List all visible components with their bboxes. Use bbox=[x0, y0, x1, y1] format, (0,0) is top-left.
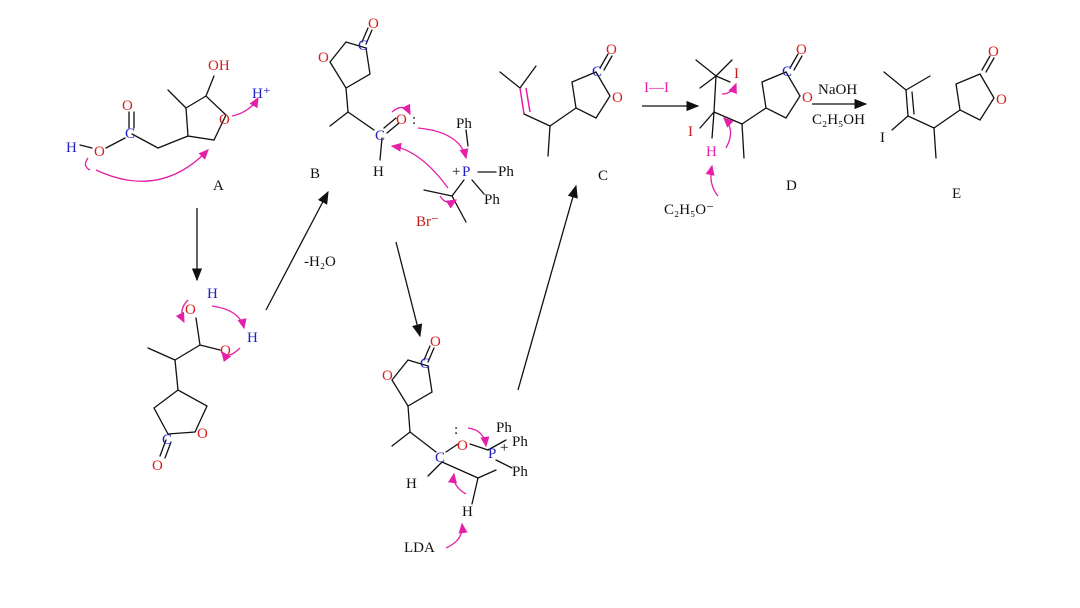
atom-o: O bbox=[152, 458, 163, 474]
curly-arrow bbox=[84, 157, 91, 171]
atom-o: O bbox=[396, 112, 407, 128]
bromide-label: Br⁻ bbox=[416, 214, 439, 230]
atom-c: C bbox=[358, 38, 368, 54]
atom-o: O bbox=[197, 426, 208, 442]
reagent-lda: LDA bbox=[404, 540, 435, 556]
phenyl-label: Ph bbox=[496, 420, 512, 436]
atom-o: O bbox=[220, 343, 231, 359]
curly-arrow bbox=[390, 142, 449, 189]
atom-o: O bbox=[94, 144, 105, 160]
atom-c: C bbox=[125, 126, 135, 142]
reagent-solvent: C₂H₅OH bbox=[812, 112, 865, 128]
reagent-iodine: I—I bbox=[644, 80, 669, 96]
curly-arrow bbox=[448, 472, 467, 495]
phenyl-label: Ph bbox=[512, 434, 528, 450]
atom-o: O bbox=[185, 302, 196, 318]
curly-arrow bbox=[467, 427, 490, 448]
curly-arrow bbox=[221, 347, 241, 363]
label-d: D bbox=[786, 178, 797, 194]
curly-arrow bbox=[705, 164, 719, 197]
curly-arrow bbox=[231, 96, 259, 117]
atom-c: C bbox=[420, 356, 430, 372]
atom-h: H bbox=[373, 164, 384, 180]
atom-o: O bbox=[382, 368, 393, 384]
structure-hydrate bbox=[147, 317, 221, 459]
atom-h: H bbox=[66, 140, 77, 156]
atom-c: C bbox=[162, 432, 172, 448]
label-a: A bbox=[213, 178, 224, 194]
atom-o: O bbox=[219, 112, 230, 128]
atom-c: C bbox=[435, 450, 445, 466]
atom-i: I bbox=[880, 130, 885, 146]
reagent-naoh: NaOH bbox=[818, 82, 857, 98]
proton-label: H⁺ bbox=[252, 86, 271, 102]
lone-pair: : bbox=[412, 112, 416, 128]
atom-o: O bbox=[368, 16, 379, 32]
atom-h: H bbox=[406, 476, 417, 492]
structure-a bbox=[79, 75, 227, 149]
atom-o: O bbox=[457, 438, 468, 454]
phenyl-label: Ph bbox=[498, 164, 514, 180]
curly-arrow bbox=[439, 195, 458, 209]
label-e: E bbox=[952, 186, 961, 202]
atom-o: O bbox=[606, 42, 617, 58]
atom-o: O bbox=[802, 90, 813, 106]
phenyl-label: Ph bbox=[456, 116, 472, 132]
curly-arrow bbox=[175, 299, 189, 324]
curly-arrow bbox=[723, 117, 734, 149]
curly-arrow bbox=[211, 305, 247, 330]
structure-e bbox=[883, 55, 995, 159]
structure-b bbox=[329, 27, 400, 161]
atom-h: H bbox=[207, 286, 218, 302]
atom-o: O bbox=[996, 92, 1007, 108]
curly-arrow bbox=[445, 522, 468, 549]
curly-arrow bbox=[95, 149, 209, 182]
atom-c: C bbox=[592, 64, 602, 80]
atom-o: O bbox=[796, 42, 807, 58]
charge-plus: + bbox=[500, 440, 508, 456]
atom-i: I bbox=[734, 66, 739, 82]
lone-pair: : bbox=[454, 422, 458, 438]
atom-oh: OH bbox=[208, 58, 230, 74]
reaction-arrow bbox=[265, 190, 329, 311]
atom-o: O bbox=[430, 334, 441, 350]
atom-c: C bbox=[782, 64, 792, 80]
atom-o: O bbox=[318, 50, 329, 66]
atom-i: I bbox=[688, 124, 693, 140]
curly-arrow bbox=[391, 103, 411, 116]
curly-arrow bbox=[417, 127, 469, 160]
label-b: B bbox=[310, 166, 320, 182]
phenyl-label: Ph bbox=[484, 192, 500, 208]
atom-h: H bbox=[462, 504, 473, 520]
charge-plus: + bbox=[452, 164, 460, 180]
atom-p: P bbox=[462, 164, 470, 180]
structure-betaine bbox=[391, 345, 513, 505]
curly-arrow bbox=[721, 82, 737, 95]
reagent-ethoxide: C₂H₅O⁻ bbox=[664, 202, 714, 218]
structure-c bbox=[499, 53, 613, 157]
reagent-dehydration: -H₂O bbox=[304, 254, 336, 270]
reaction-arrow bbox=[517, 184, 578, 391]
atom-h: H bbox=[706, 144, 717, 160]
reaction-arrow bbox=[395, 241, 423, 338]
atom-o: O bbox=[988, 44, 999, 60]
label-c: C bbox=[598, 168, 608, 184]
atom-p: P bbox=[488, 446, 496, 462]
atom-h: H bbox=[247, 330, 258, 346]
atom-c: C bbox=[375, 128, 385, 144]
atom-o: O bbox=[612, 90, 623, 106]
phenyl-label: Ph bbox=[512, 464, 528, 480]
atom-o: O bbox=[122, 98, 133, 114]
